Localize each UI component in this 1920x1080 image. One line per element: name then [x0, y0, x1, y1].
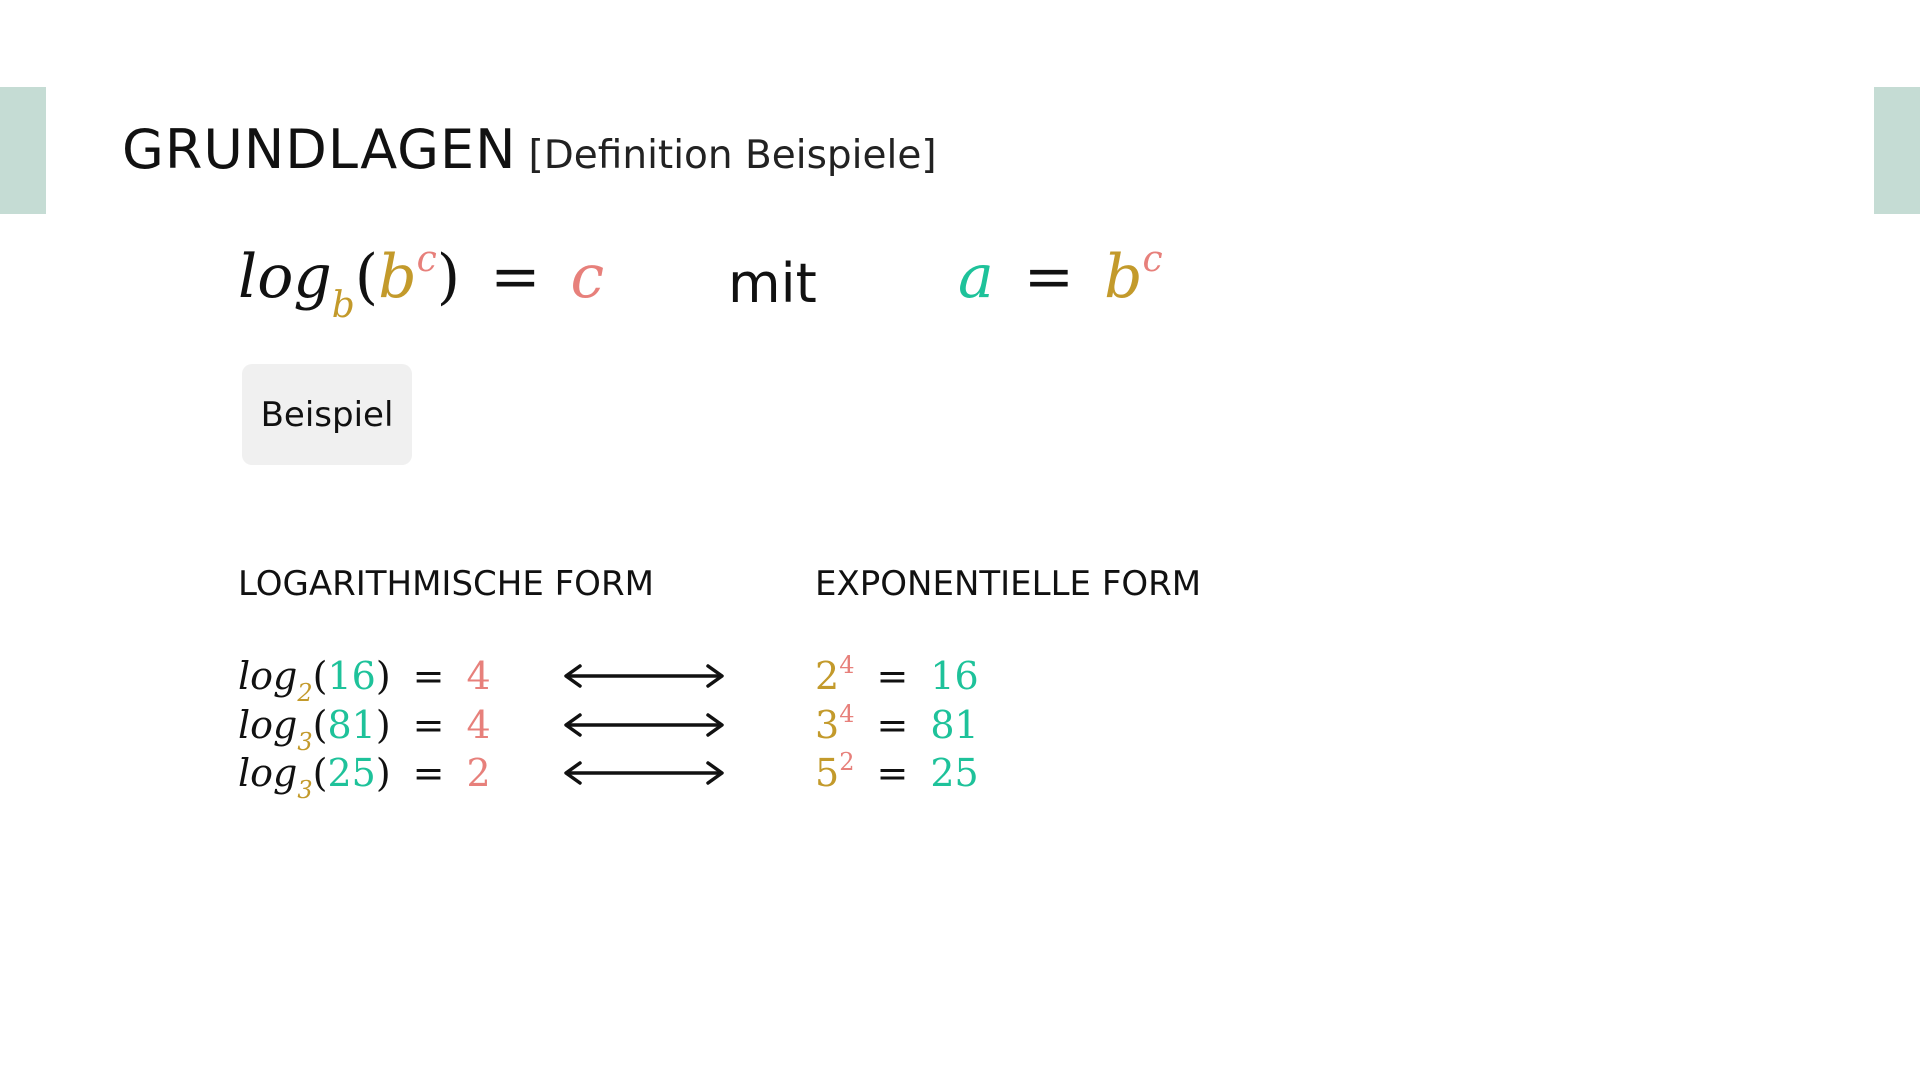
example-log-equals: =	[412, 751, 445, 795]
example-open-paren: (	[312, 703, 328, 747]
example-log-equals: =	[412, 654, 445, 698]
example-exp-value: 81	[930, 703, 979, 747]
title-subtitle: [Definition Beispiele]	[528, 133, 937, 178]
example-close-paren: )	[375, 654, 391, 698]
example-log-arg: 81	[327, 703, 376, 747]
log-form-heading: LOGARITHMISCHE FORM	[238, 564, 654, 604]
left-side-tab	[0, 87, 46, 214]
def-exp-power: c	[1142, 239, 1163, 280]
example-close-paren: )	[375, 703, 391, 747]
def-exp-base: b	[1104, 242, 1143, 312]
def-open-paren: (	[354, 242, 379, 312]
def-result: c	[570, 242, 605, 312]
example-log-base: 3	[297, 728, 313, 756]
example-exp-equals: =	[876, 751, 909, 795]
example-log-base: 3	[297, 776, 313, 804]
def-close-paren: )	[436, 242, 461, 312]
example-log-expression: log3(25) = 2	[238, 751, 491, 804]
double-headed-arrow-icon	[564, 664, 724, 688]
def-equals-left: =	[490, 242, 541, 312]
example-exp-base: 3	[815, 703, 840, 747]
example-log-result: 2	[466, 751, 491, 795]
example-log-text: log	[238, 703, 298, 747]
definition-connector: mit	[728, 252, 817, 315]
example-exp-equals: =	[876, 654, 909, 698]
double-headed-arrow-icon	[564, 761, 724, 785]
example-exp-value: 25	[930, 751, 979, 795]
example-log-arg: 16	[327, 654, 376, 698]
example-exp-base: 2	[815, 654, 840, 698]
def-inner-exp: c	[416, 239, 437, 280]
example-exp-expression: 52 = 25	[815, 748, 979, 795]
def-a: a	[958, 242, 994, 312]
example-log-text: log	[238, 654, 298, 698]
example-log-expression: log3(81) = 4	[238, 703, 491, 756]
example-open-paren: (	[312, 751, 328, 795]
double-headed-arrow-icon	[564, 713, 724, 737]
example-log-equals: =	[412, 703, 445, 747]
example-log-arg: 25	[327, 751, 376, 795]
def-log-base: b	[331, 285, 355, 326]
example-close-paren: )	[375, 751, 391, 795]
definition-log-formula: logb(bc)=c	[238, 239, 605, 326]
example-log-result: 4	[466, 703, 491, 747]
example-exp-base: 5	[815, 751, 840, 795]
example-label-chip: Beispiel	[242, 364, 412, 465]
example-exp-value: 16	[930, 654, 979, 698]
right-side-tab	[1874, 87, 1920, 214]
example-exp-power: 4	[839, 700, 855, 728]
exp-form-heading: EXPONENTIELLE FORM	[815, 564, 1202, 604]
slide-title: GRUNDLAGEN[Definition Beispiele]	[122, 118, 937, 181]
def-inner-base: b	[378, 242, 417, 312]
definition-exp-formula: a = bc	[958, 239, 1163, 322]
example-exp-expression: 24 = 16	[815, 651, 979, 698]
example-exp-equals: =	[876, 703, 909, 747]
example-exp-power: 4	[839, 651, 855, 679]
example-open-paren: (	[312, 654, 328, 698]
example-log-base: 2	[297, 679, 313, 707]
title-main: GRUNDLAGEN	[122, 118, 517, 181]
example-log-expression: log2(16) = 4	[238, 654, 491, 707]
example-exp-expression: 34 = 81	[815, 700, 979, 747]
example-exp-power: 2	[839, 748, 855, 776]
def-log-text: log	[238, 242, 332, 312]
example-log-result: 4	[466, 654, 491, 698]
def-equals-right: =	[1023, 242, 1075, 312]
example-log-text: log	[238, 751, 298, 795]
